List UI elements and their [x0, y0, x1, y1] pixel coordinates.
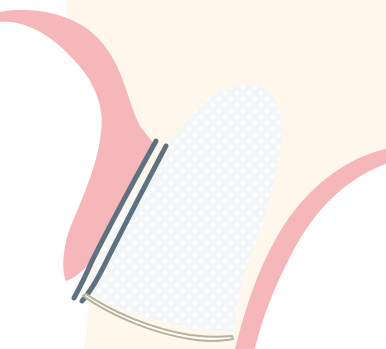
- bone-graft-diagram: [0, 0, 386, 349]
